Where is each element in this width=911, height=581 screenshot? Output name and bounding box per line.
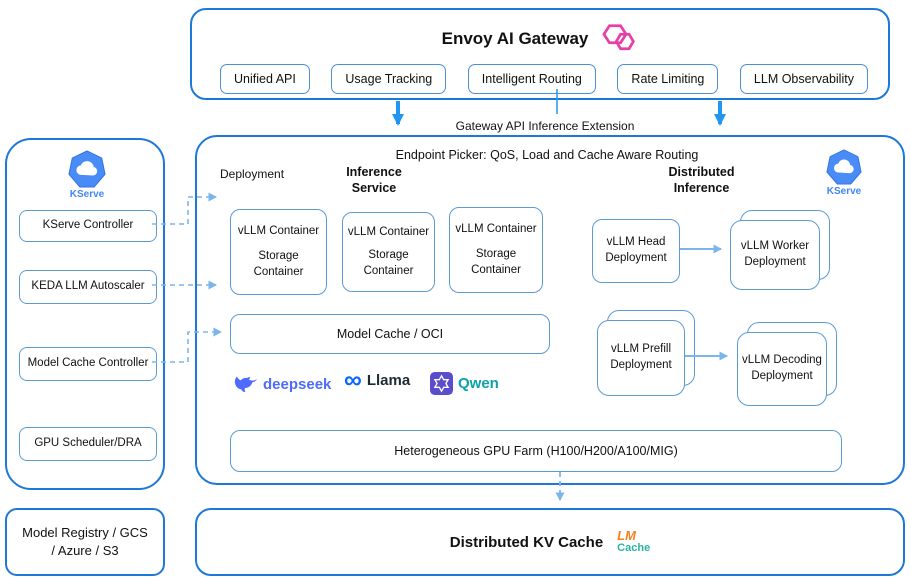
distributed-inference-label: Distributed Inference [668, 165, 735, 196]
feature-unified-api: Unified API [220, 64, 310, 94]
gpu-farm-box: Heterogeneous GPU Farm (H100/H200/A100/M… [230, 430, 842, 472]
kserve-sidebar-box: KServe KServe Controller KEDA LLM Autosc… [5, 138, 165, 490]
lmcache-cache-text: Cache [617, 542, 651, 555]
lmcache-lm-text: LM [617, 528, 636, 544]
vllm-container-label: vLLM Container [347, 225, 430, 238]
model-cache-oci-box: Model Cache / OCI [230, 314, 550, 354]
kserve-label: KServe [826, 186, 862, 197]
meta-infinity-icon: ∞ [344, 366, 362, 394]
vllm-container-label: vLLM Container [237, 224, 320, 237]
deepseek-whale-icon [234, 375, 258, 393]
kserve-logo-main: KServe [809, 149, 879, 197]
kv-cache-box: Distributed KV Cache LM Cache [195, 508, 905, 576]
lmcache-logo: LM Cache [617, 529, 650, 554]
feature-rate-limiting: Rate Limiting [617, 64, 719, 94]
llama-label: Llama [366, 371, 411, 389]
qwen-logo: Qwen [430, 372, 499, 395]
model-cache-controller-box: Model Cache Controller [19, 347, 157, 381]
feature-intelligent-routing: Intelligent Routing [467, 64, 596, 94]
deployment-label: Deployment [220, 167, 285, 181]
model-registry-box: Model Registry / GCS / Azure / S3 [5, 508, 165, 576]
vllm-prefill-deployment-box: vLLM Prefill Deployment [597, 320, 685, 396]
feature-usage-tracking: Usage Tracking [331, 64, 447, 94]
vllm-container-2: vLLM Container Storage Container [342, 212, 435, 292]
deepseek-logo: deepseek [234, 375, 331, 393]
envoy-logo-icon [598, 24, 638, 53]
kserve-controller-box: KServe Controller [19, 210, 157, 242]
envoy-gateway-box: Envoy AI Gateway Unified API Usage Track… [190, 8, 890, 100]
vllm-container-1: vLLM Container Storage Container [230, 209, 327, 295]
storage-container-label: Storage Container [253, 250, 304, 278]
llama-logo: ∞ Llama [344, 366, 411, 394]
inference-main-box: Endpoint Picker: QoS, Load and Cache Awa… [195, 135, 905, 485]
inference-service-label: Inference Service [346, 165, 402, 196]
envoy-gateway-title: Envoy AI Gateway [441, 28, 589, 48]
vllm-head-deployment-box: vLLM Head Deployment [592, 219, 680, 283]
qwen-star-icon [430, 372, 453, 395]
vllm-decoding-deployment-box: vLLM Decoding Deployment [737, 332, 827, 406]
kserve-label: KServe [69, 189, 105, 200]
qwen-label: Qwen [458, 375, 499, 392]
kv-cache-label: Distributed KV Cache [449, 533, 604, 551]
gpu-scheduler-box: GPU Scheduler/DRA [19, 427, 157, 461]
keda-autoscaler-box: KEDA LLM Autoscaler [19, 270, 157, 304]
vllm-worker-deployment-box: vLLM Worker Deployment [730, 220, 820, 290]
vllm-container-3: vLLM Container Storage Container [449, 207, 543, 293]
kserve-cloud-icon [68, 150, 106, 188]
model-registry-label: Model Registry / GCS / Azure / S3 [22, 525, 148, 558]
gateway-api-extension-label: Gateway API Inference Extension [455, 119, 635, 133]
kserve-logo-sidebar: KServe [7, 150, 167, 200]
feature-llm-observability: LLM Observability [739, 64, 868, 94]
storage-container-label: Storage Container [363, 249, 414, 277]
endpoint-picker-label: Endpoint Picker: QoS, Load and Cache Awa… [395, 148, 699, 162]
vllm-container-label: vLLM Container [455, 222, 537, 235]
deepseek-label: deepseek [263, 375, 332, 393]
kserve-cloud-icon [826, 149, 862, 185]
storage-container-label: Storage Container [471, 248, 521, 276]
